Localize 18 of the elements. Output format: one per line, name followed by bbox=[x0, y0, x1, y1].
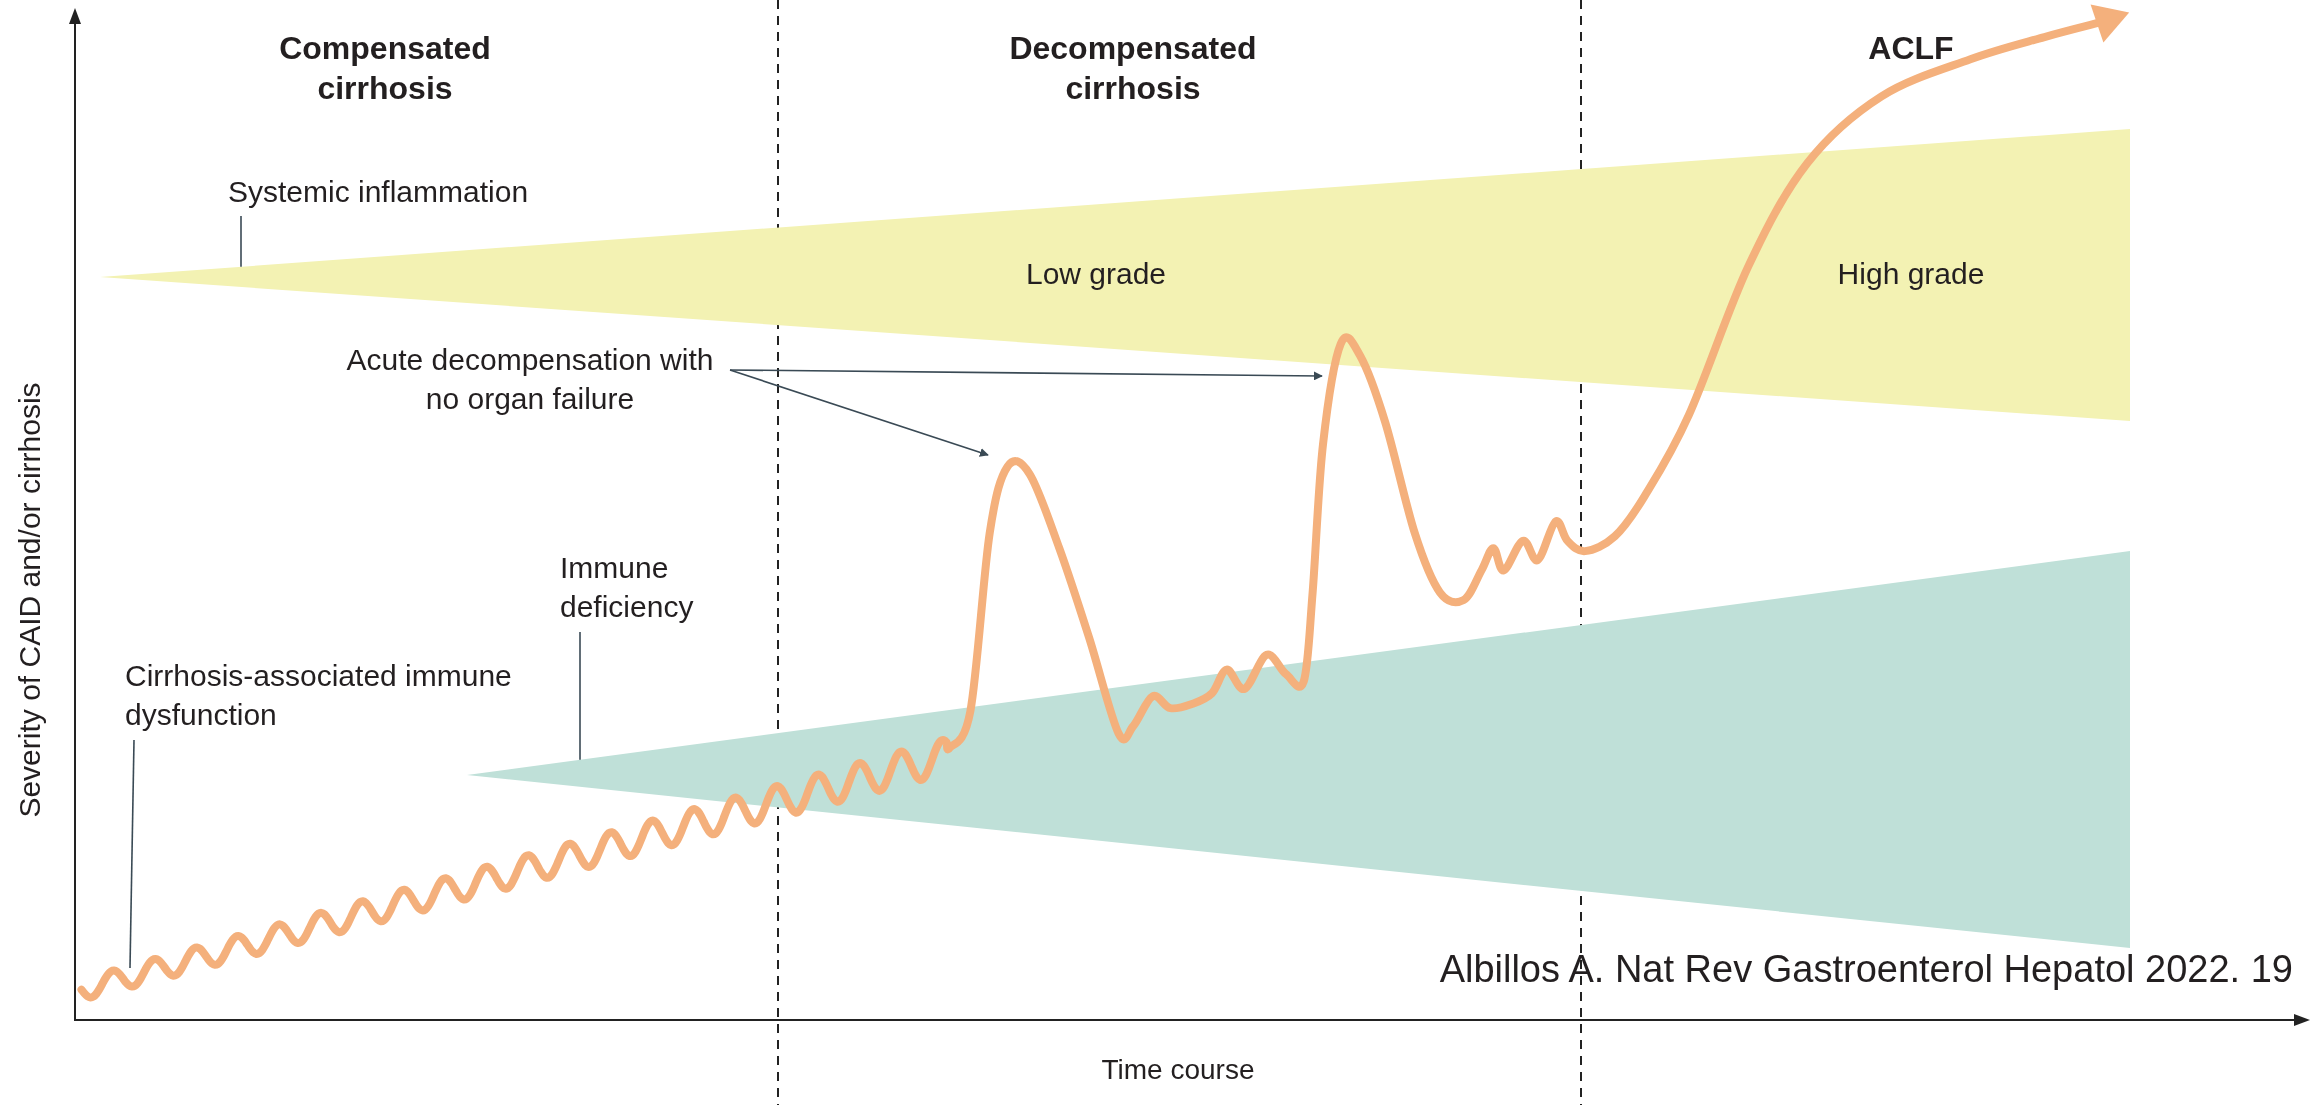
axis-title: Severity of CAID and/or cirrhosis bbox=[12, 382, 48, 818]
leader-line bbox=[240, 215, 242, 268]
annotation-text: Immune deficiency bbox=[560, 548, 760, 626]
severity-curve bbox=[77, 4, 2130, 1002]
arrow bbox=[729, 369, 989, 457]
grade-label: High grade bbox=[1837, 257, 1985, 291]
citation-text: Albillos A. Nat Rev Gastroenterol Hepatol 2022. 19 bbox=[1439, 947, 2293, 992]
stage-heading: ACLF bbox=[1867, 29, 1955, 68]
annotation-text: Cirrhosis-associated immune dysfunction bbox=[125, 656, 515, 734]
leader-line bbox=[579, 631, 581, 761]
axis-title: Time course bbox=[1101, 1053, 1255, 1087]
leader-line bbox=[129, 739, 135, 969]
stage-heading: Compensated cirrhosis bbox=[278, 29, 492, 108]
arrow bbox=[729, 369, 1323, 381]
grade-label: Low grade bbox=[1025, 257, 1167, 291]
annotation-text: Acute decompensation with no organ failure bbox=[330, 340, 730, 418]
annotation-text: Systemic inflammation bbox=[228, 172, 568, 211]
stage-heading: Decompensated cirrhosis bbox=[1008, 29, 1258, 108]
